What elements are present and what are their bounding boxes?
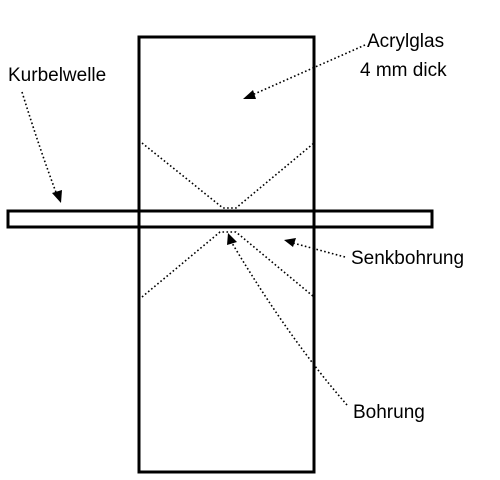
senkbohrung-label: Senkbohrung xyxy=(351,248,464,269)
bohrung-arrowhead xyxy=(227,233,237,245)
senkbohrung-arrowhead xyxy=(284,238,296,247)
senkbohrung-leader xyxy=(292,242,346,258)
bohrung-label: Bohrung xyxy=(353,402,425,423)
acrylic-plate xyxy=(137,35,316,474)
kurbelwelle-leader xyxy=(21,91,58,196)
kurbelwelle-label: Kurbelwelle xyxy=(8,65,106,86)
acrylglas-label-line1: Acrylglas xyxy=(367,31,444,52)
acrylglas-arrowhead xyxy=(243,90,256,99)
acrylglas-leader xyxy=(251,44,366,96)
acrylglas-label-line2: 4 mm dick xyxy=(360,60,447,81)
countersink-lower-outline xyxy=(141,231,315,298)
bohrung-leader xyxy=(231,242,348,406)
countersink-upper-outline xyxy=(141,142,315,209)
kurbelwelle-arrowhead xyxy=(52,190,62,203)
crankshaft-bar xyxy=(6,209,434,229)
